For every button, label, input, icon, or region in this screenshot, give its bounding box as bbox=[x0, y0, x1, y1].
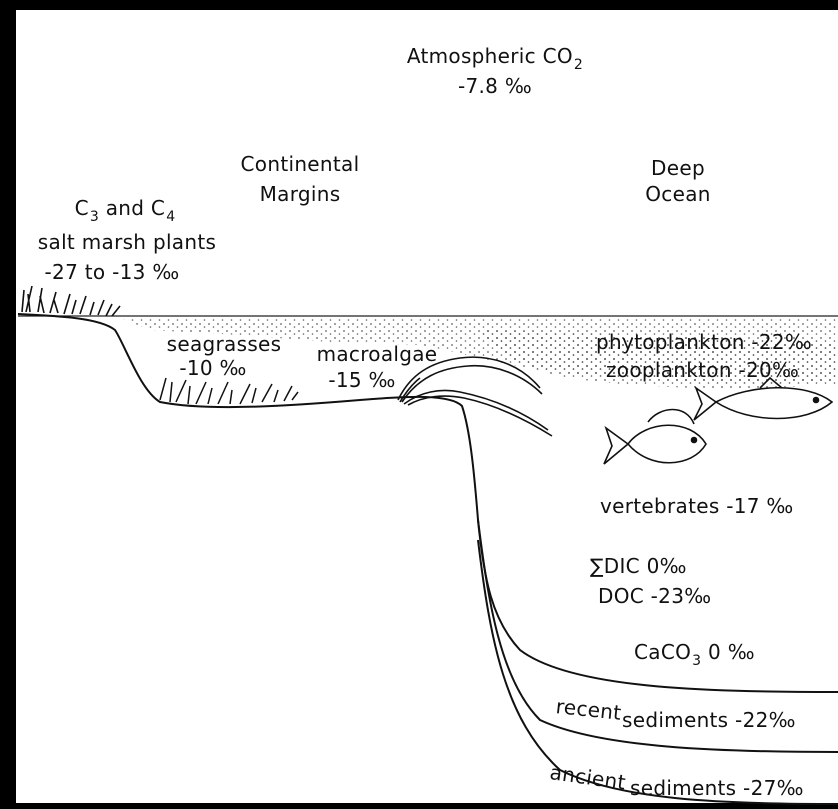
salt-marsh-and-c4-text: and C bbox=[99, 196, 165, 220]
salt-marsh-c3-c4: C3 and C4 bbox=[30, 196, 220, 220]
salt-marsh-c3-subscript: 3 bbox=[90, 209, 99, 225]
salt-marsh-grass-icon bbox=[22, 286, 120, 316]
atmospheric-co2-label: Atmospheric CO2 bbox=[390, 44, 600, 68]
continental-margins-line1: Continental bbox=[230, 152, 370, 176]
deep-ocean-line1: Deep bbox=[628, 156, 728, 180]
border-bottom bbox=[0, 803, 838, 809]
vertebrates-label: vertebrates -17 ‰ bbox=[600, 494, 794, 518]
phytoplankton-label: phytoplankton -22‰ bbox=[596, 330, 812, 354]
caco3-value: 0 ‰ bbox=[701, 640, 754, 664]
seagrass-icon bbox=[160, 378, 298, 404]
deep-ocean-line2: Ocean bbox=[628, 182, 728, 206]
ancient-sediments-label: sediments -27‰ bbox=[630, 776, 804, 800]
border-top bbox=[0, 0, 838, 10]
atmospheric-co2-subscript: 2 bbox=[574, 57, 583, 73]
macroalgae-value: -15 ‰ bbox=[312, 368, 412, 392]
salt-marsh-c4-subscript: 4 bbox=[166, 209, 175, 225]
fish-icon bbox=[604, 410, 706, 465]
atmospheric-co2-text: Atmospheric CO bbox=[407, 44, 573, 68]
ancient-sediment-boundary bbox=[478, 540, 838, 804]
seagrasses-label: seagrasses bbox=[158, 332, 290, 356]
salt-marsh-c3-text: C bbox=[75, 196, 89, 220]
salt-marsh-plants-label: salt marsh plants bbox=[22, 230, 232, 254]
macroalgae-label: macroalgae bbox=[312, 342, 442, 366]
border-left bbox=[0, 0, 16, 809]
dic-label: ∑DIC 0‰ bbox=[590, 554, 687, 578]
atmospheric-co2-value: -7.8 ‰ bbox=[390, 74, 600, 98]
salt-marsh-plants-value: -27 to -13 ‰ bbox=[22, 260, 202, 284]
seagrasses-value: -10 ‰ bbox=[158, 356, 268, 380]
caco3-label: CaCO3 0 ‰ bbox=[634, 640, 755, 664]
continental-margins-line2: Margins bbox=[230, 182, 370, 206]
recent-sediments-label: sediments -22‰ bbox=[622, 708, 796, 732]
zooplankton-label: zooplankton -20‰ bbox=[606, 358, 799, 382]
caco3-text: CaCO bbox=[634, 640, 691, 664]
doc-label: DOC -23‰ bbox=[598, 584, 711, 608]
caco3-subscript: 3 bbox=[692, 653, 701, 669]
